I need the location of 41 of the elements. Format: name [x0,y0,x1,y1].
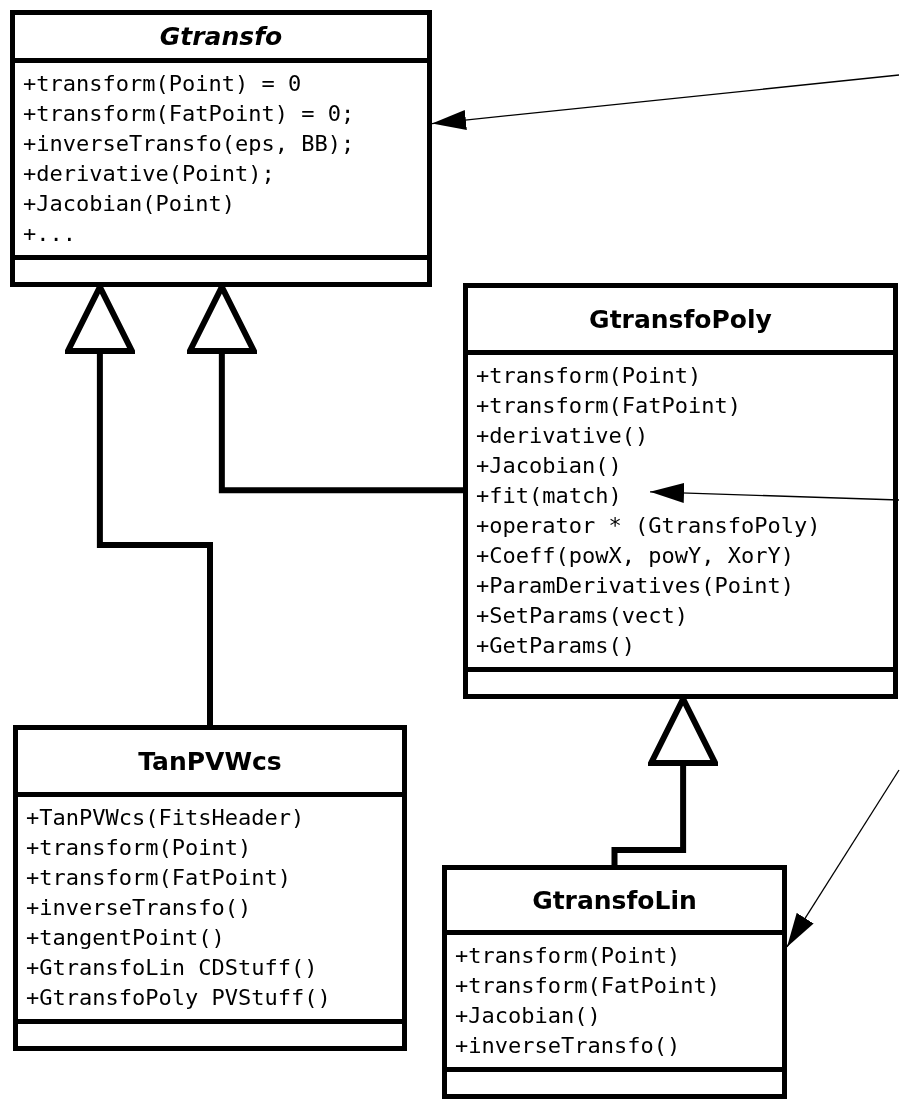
method-text: +GtransfoLin CDStuff() [26,954,318,982]
method-text: +transform(Point) = 0 [23,70,302,98]
method-text: +inverseTransfo() [26,894,252,922]
method-text: +tangentPoint() [26,924,225,952]
method-text: +Jacobian(Point) [23,190,235,218]
method-text: +transform(FatPoint) = 0; [23,100,355,128]
method-text: +SetParams(vect) [476,602,688,630]
class-name: GtransfoPoly [589,304,772,334]
method-text: +derivative(Point); [23,160,275,188]
method-text: +transform(Point) [26,834,252,862]
inheritance-arrow [64,284,213,725]
method-text: +inverseTransfo(eps, BB); [23,130,355,158]
method-text: +ParamDerivatives(Point) [476,572,794,600]
method-text: +transform(Point) [455,942,681,970]
method-text: +inverseTransfo() [455,1032,681,1060]
method-text: +fit(match) [476,482,622,510]
method-text: +TanPVWcs(FitsHeader) [26,804,305,832]
method-text: +... [23,220,76,248]
method-text: +transform(FatPoint) [476,392,741,420]
method-text: +Coeff(powX, powY, XorY) [476,542,794,570]
class-box [10,10,432,287]
class-box [463,283,898,699]
arrow [431,74,900,130]
class-name: Gtransfo [159,22,283,51]
method-text: +operator * (GtransfoPoly) [476,512,821,540]
class-name: TanPVWcs [138,746,282,776]
class-box [13,725,407,1051]
method-text: +Jacobian() [455,1002,601,1030]
inheritance-arrow [186,284,463,494]
method-text: +GtransfoPoly PVStuff() [26,984,331,1012]
method-text: +transform(FatPoint) [455,972,720,1000]
inheritance-arrow [611,696,719,865]
method-text: +transform(Point) [476,362,702,390]
arrow [786,769,900,948]
method-text: +transform(FatPoint) [26,864,291,892]
arrow [649,482,900,503]
class-name: GtransfoLin [532,885,697,915]
class-box [442,865,787,1099]
method-text: +Jacobian() [476,452,622,480]
method-text: +derivative() [476,422,649,450]
method-text: +GetParams() [476,632,635,660]
